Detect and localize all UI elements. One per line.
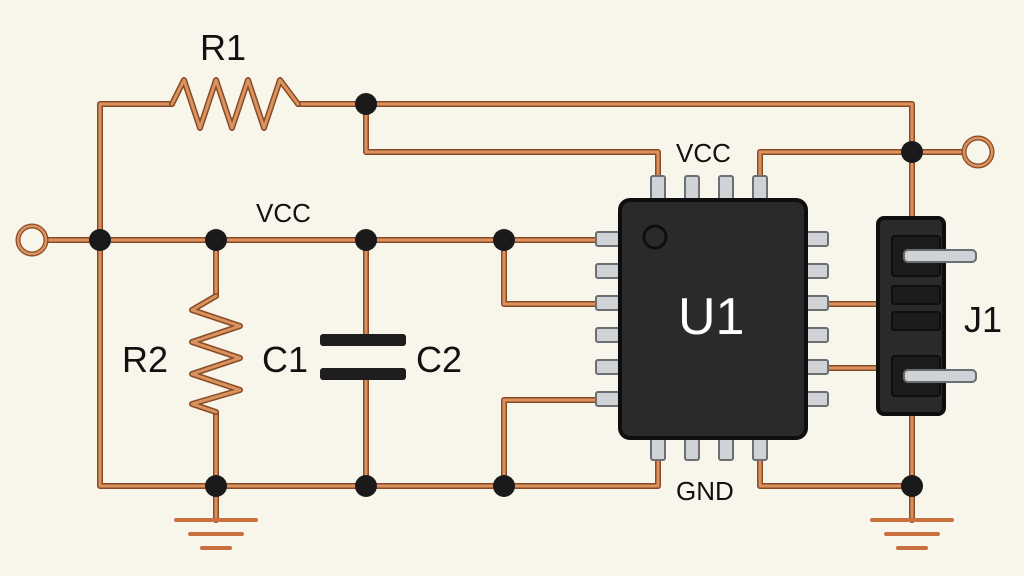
wire-top-rail-highlight [98, 102, 914, 242]
label-gnd: GND [676, 476, 734, 506]
wire-gnd-to-u1-left6-highlight [502, 398, 600, 488]
junction-left-input [89, 229, 111, 251]
junction-nodes [89, 93, 923, 497]
junction-r2-bottom [205, 475, 227, 497]
junction-r2-top [205, 229, 227, 251]
ground-symbol-left [174, 518, 258, 550]
wire-top-to-u1-pin1 [363, 101, 661, 181]
label-vcc-top: VCC [676, 138, 731, 168]
junction-gnd-branch [493, 475, 515, 497]
wire-vcc-to-u1-left3 [501, 237, 601, 307]
junction-right-gnd [901, 475, 923, 497]
junction-vcc-branch [493, 229, 515, 251]
capacitor-c1-c2 [320, 334, 406, 380]
wire-vcc-to-u1-left3-highlight [502, 238, 600, 306]
wire-u1-bottom-right-gnd-highlight [758, 456, 914, 488]
label-c1: C1 [262, 339, 308, 380]
wires [43, 101, 969, 523]
wire-gnd-to-u1-left6 [501, 397, 601, 489]
wire-u1-top-right-to-output-highlight [758, 150, 968, 180]
wire-top-to-u1-pin1-highlight [364, 102, 660, 180]
output-terminal [961, 135, 995, 169]
j1-pin-bottom [903, 369, 977, 383]
label-c2: C2 [416, 339, 462, 380]
label-j1: J1 [964, 299, 1002, 340]
junction-right-top [901, 141, 923, 163]
resistor-r2 [189, 293, 243, 415]
label-r1: R1 [200, 27, 246, 68]
j1-pin-top [903, 249, 977, 263]
junction-top [355, 93, 377, 115]
ic-u1 [595, 175, 829, 461]
pin1-marker-dot [642, 224, 668, 250]
connector-j1 [876, 216, 977, 416]
wire-u1-bottom-right-gnd [757, 455, 915, 489]
label-u1: U1 [678, 288, 744, 346]
wire-gnd-rail-highlight [214, 456, 660, 488]
junction-c-bottom [355, 475, 377, 497]
label-vcc-left: VCC [256, 198, 311, 228]
resistor-r1 [169, 77, 301, 131]
label-r2: R2 [122, 339, 168, 380]
wire-gnd-rail [213, 455, 661, 489]
junction-c-top [355, 229, 377, 251]
wire-left-vertical-highlight [98, 238, 218, 488]
input-terminal [15, 223, 49, 257]
ground-symbol-right [870, 518, 954, 550]
wire-u1-top-right-to-output [757, 149, 969, 181]
